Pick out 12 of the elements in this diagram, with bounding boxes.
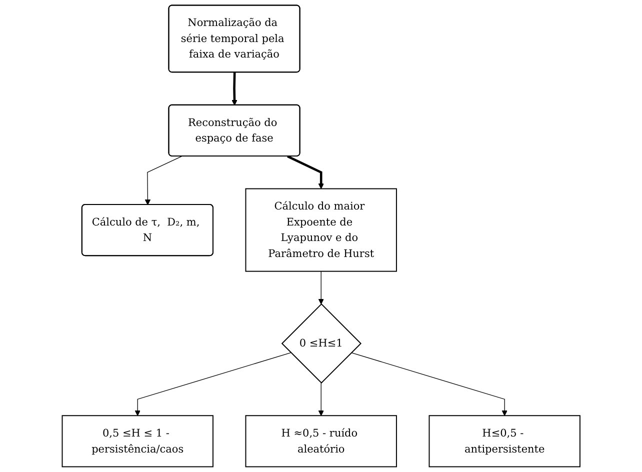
arrow bbox=[318, 382, 324, 416]
node-box: H≤0,5 - antipersistente bbox=[428, 415, 580, 468]
node-box: Cálculo do maior Expoente de Lyapunov e do Parâmetro de Hurst bbox=[245, 188, 397, 272]
arrow bbox=[144, 156, 182, 206]
arrow bbox=[286, 155, 324, 189]
arrow bbox=[318, 270, 324, 304]
node-box: 0,5 ≤H ≤ 1 - persistência/caos bbox=[62, 415, 214, 468]
node-box: H ≈0,5 - ruído aleatório bbox=[245, 415, 397, 468]
arrow bbox=[134, 352, 292, 416]
arrow bbox=[232, 72, 238, 106]
node-diamond: 0 ≤H≤1 bbox=[281, 303, 362, 384]
arrow bbox=[350, 352, 508, 416]
